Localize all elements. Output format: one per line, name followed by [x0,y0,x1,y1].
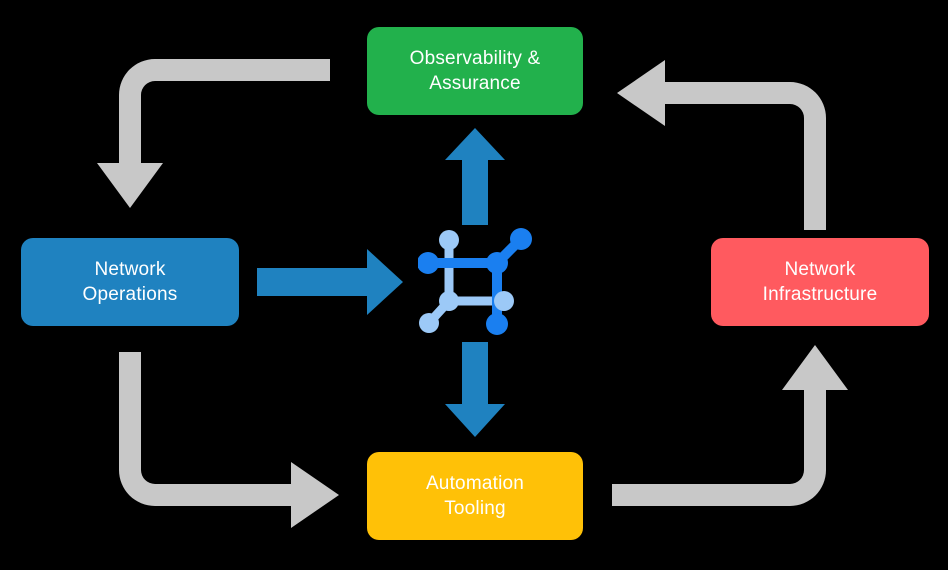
arrow-operations-to-automation [119,352,339,528]
node-box-network-infrastructure[interactable]: Network Infrastructure [711,238,929,326]
arrow-operations-to-center [257,249,403,315]
arrow-center-to-observability [445,128,505,225]
topology-dark-nodes [418,228,532,335]
network-topology-icon [418,218,536,336]
node-label-network-infrastructure: Network Infrastructure [762,258,878,305]
network-topology-graph [418,228,532,335]
arrow-infrastructure-to-observability [617,60,826,230]
node-box-observability[interactable]: Observability & Assurance [367,27,583,115]
node-label-automation-tooling: Automation Tooling [425,472,525,519]
arrow-observability-to-operations [97,59,330,208]
node-box-network-operations[interactable]: Network Operations [21,238,239,326]
node-box-automation-tooling[interactable]: Automation Tooling [367,452,583,540]
topology-light-nodes [419,230,514,333]
arrow-automation-to-infrastructure [612,345,848,506]
node-label-observability: Observability & Assurance [409,47,541,94]
node-label-network-operations: Network Operations [82,258,178,305]
arrow-center-to-automation [445,342,505,437]
